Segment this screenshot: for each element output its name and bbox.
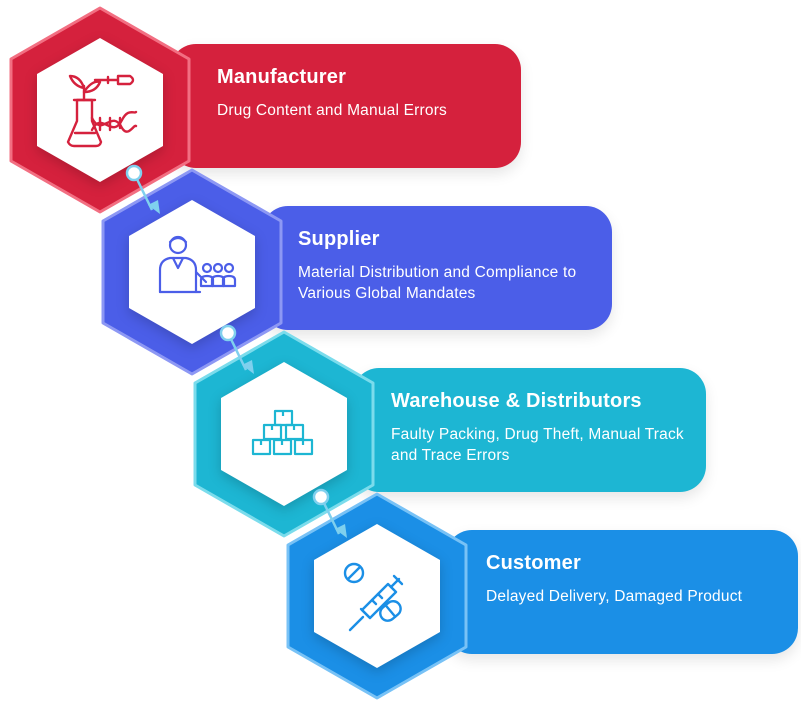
stage-hexagon-supplier	[101, 168, 283, 376]
stage-bar-manufacturer: Manufacturer Drug Content and Manual Err…	[170, 44, 521, 168]
stage-hexagon-manufacturer	[9, 6, 191, 214]
stage-title: Customer	[486, 552, 581, 574]
connector-arrow	[148, 200, 160, 214]
stage-title: Manufacturer	[217, 66, 347, 88]
connector-3-4	[312, 488, 347, 538]
stage-description: Drug Content and Manual Errors	[217, 102, 448, 119]
connector-1-2	[125, 164, 160, 214]
connector-arrow	[335, 524, 347, 538]
stage-title: Warehouse & Distributors	[391, 390, 642, 412]
stage-description: Faulty Packing, Drug Theft, Manual Track…	[391, 426, 684, 464]
stage-hexagon-warehouse	[193, 330, 375, 538]
stage-bar-supplier: Supplier Material Distribution and Compl…	[262, 206, 612, 330]
connector-dot	[219, 324, 237, 342]
connector-dot	[312, 488, 330, 506]
supplier-team-icon	[158, 235, 237, 294]
stage-bar-customer: Customer Delayed Delivery, Damaged Produ…	[446, 530, 798, 654]
hexagon-inner	[37, 38, 163, 182]
stacked-boxes-icon	[251, 409, 314, 456]
hexagon-inner	[221, 362, 347, 506]
flask-plant-dna-icon	[66, 74, 138, 148]
stage-description: Delayed Delivery, Damaged Product	[486, 588, 743, 605]
syringe-pills-icon	[343, 562, 404, 632]
stage-title: Supplier	[298, 228, 380, 250]
stage-bar-warehouse-distributors: Warehouse & Distributors Faulty Packing,…	[353, 368, 706, 492]
stage-hexagon-customer	[286, 492, 468, 700]
connector-dot	[125, 164, 143, 182]
connector-arrow	[242, 360, 254, 374]
stage-description: Material Distribution and Compliance to …	[298, 264, 577, 302]
connector-2-3	[219, 324, 254, 374]
hexagon-inner	[129, 200, 255, 344]
